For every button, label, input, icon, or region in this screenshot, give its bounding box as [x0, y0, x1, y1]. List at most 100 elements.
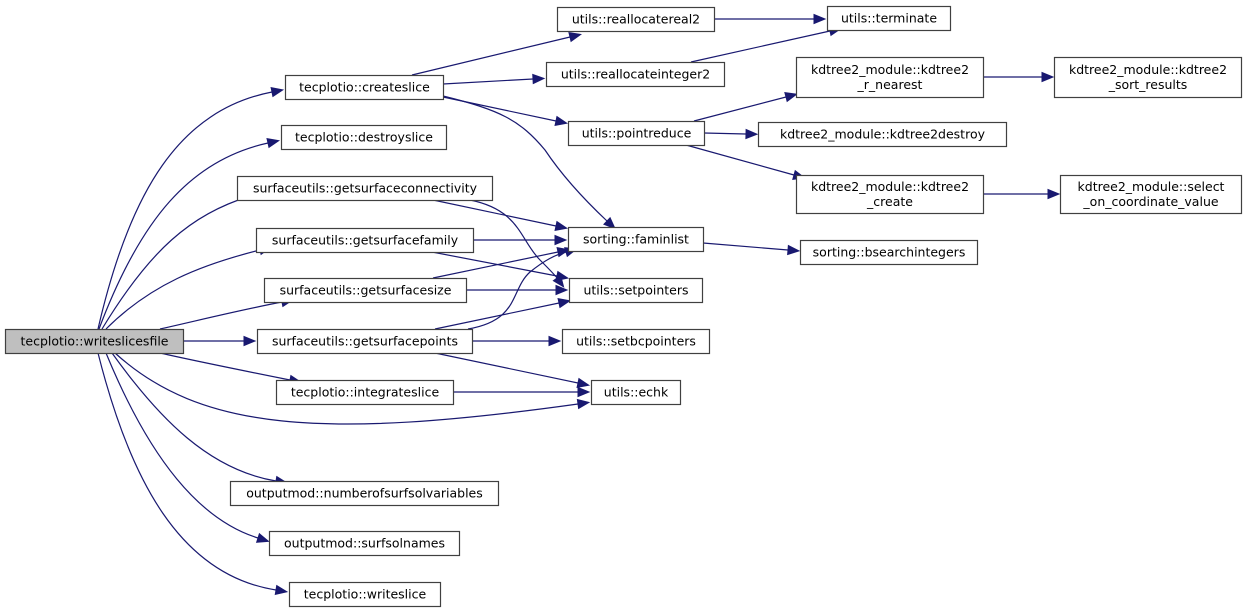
- node-box: [561, 328, 711, 355]
- arrowhead-icon: [1041, 71, 1055, 83]
- edge-writeslicesfile-to-integrateslice: [159, 352, 303, 386]
- node-box: [757, 121, 1008, 148]
- node-box: [795, 174, 985, 215]
- node-integrateslice[interactable]: tecplotio::integrateslice: [275, 379, 455, 406]
- node-label: _create: [866, 194, 913, 209]
- arrowhead-icon: [548, 335, 562, 347]
- node-label: sorting::bsearchintegers: [813, 245, 966, 260]
- node-label: surfaceutils::getsurfaceconnectivity: [253, 181, 478, 196]
- node-box: [826, 5, 952, 32]
- node-reallocateinteger2[interactable]: utils::reallocateinteger2: [545, 61, 726, 88]
- node-box: [567, 226, 705, 253]
- node-setbcpointers[interactable]: utils::setbcpointers: [561, 328, 711, 355]
- arrowhead-icon: [266, 137, 281, 149]
- node-box: [4, 328, 185, 355]
- edge-writeslicesfile-to-destroyslice: [98, 137, 281, 330]
- arrowhead-icon: [577, 386, 591, 398]
- node-label: surfaceutils::getsurfacesize: [280, 283, 452, 298]
- edge-getsurfaceconnectivity-to-faminlist: [432, 199, 569, 232]
- node-label: kdtree2_module::kdtree2: [811, 62, 969, 77]
- edge-line: [98, 142, 269, 330]
- arrowhead-icon: [554, 220, 569, 232]
- node-destroyslice[interactable]: tecplotio::destroyslice: [280, 124, 448, 151]
- node-box: [288, 581, 442, 608]
- arrowhead-icon: [255, 532, 270, 543]
- node-reallocatereal2[interactable]: utils::reallocatereal2: [556, 6, 716, 33]
- edge-line: [97, 352, 277, 591]
- arrowhead-icon: [813, 13, 827, 25]
- node-label: outputmod::surfsolnames: [284, 536, 445, 551]
- edge-createslice-to-reallocatereal2: [411, 32, 582, 76]
- node-label: tecplotio::destroyslice: [295, 130, 433, 145]
- node-numberofsurfsolvariables[interactable]: outputmod::numberofsurfsolvariables: [229, 480, 500, 507]
- node-box: [275, 379, 455, 406]
- edge-writeslicesfile-to-writeslice: [97, 352, 289, 596]
- arrowhead-icon: [555, 284, 569, 296]
- node-kdtree2destroy[interactable]: kdtree2_module::kdtree2destroy: [757, 121, 1008, 148]
- node-label: kdtree2_module::kdtree2: [811, 179, 969, 194]
- arrowhead-icon: [243, 335, 257, 347]
- node-label: tecplotio::writeslicesfile: [21, 334, 169, 349]
- node-getsurfacesize[interactable]: surfaceutils::getsurfacesize: [263, 277, 468, 304]
- edge-line: [159, 301, 283, 330]
- edge-kdtree2_r_nearest-to-kdtree2_sort_results: [983, 71, 1055, 83]
- node-label: utils::terminate: [841, 11, 937, 26]
- node-kdtree2-create[interactable]: kdtree2_module::kdtree2_create: [795, 174, 985, 215]
- node-pointreduce[interactable]: utils::pointreduce: [567, 120, 706, 147]
- edge-getsurfacepoints-to-echk: [434, 352, 591, 389]
- edge-getsurfacepoints-to-setpointers: [434, 297, 572, 330]
- node-kdtree2-r-nearest[interactable]: kdtree2_module::kdtree2_r_nearest: [795, 56, 985, 99]
- edge-writeslicesfile-to-echk: [114, 352, 591, 425]
- node-createslice[interactable]: tecplotio::createslice: [284, 74, 445, 101]
- edge-line: [685, 144, 795, 176]
- node-label: utils::pointreduce: [582, 126, 692, 141]
- node-echk[interactable]: utils::echk: [590, 379, 682, 406]
- node-terminate[interactable]: utils::terminate: [826, 5, 952, 32]
- node-label: _r_nearest: [857, 77, 923, 92]
- node-getsurfaceconnectivity[interactable]: surfaceutils::getsurfaceconnectivity: [236, 175, 494, 202]
- arrowhead-icon: [568, 32, 582, 43]
- node-label: tecplotio::writeslice: [304, 587, 427, 602]
- node-surfsolnames[interactable]: outputmod::surfsolnames: [268, 530, 461, 557]
- edge-createslice-to-faminlist: [442, 95, 616, 230]
- edge-kdtree2_create-to-select_on_coordinate_value: [983, 188, 1061, 200]
- arrowhead-icon: [532, 73, 546, 85]
- edge-line: [111, 352, 277, 482]
- edge-writeslicesfile-to-createslice: [97, 86, 285, 330]
- edge-pointreduce-to-kdtree2_create: [685, 144, 806, 180]
- node-box: [590, 379, 682, 406]
- node-kdtree2-sort-results[interactable]: kdtree2_module::kdtree2_sort_results: [1053, 56, 1243, 99]
- node-bsearchintegers[interactable]: sorting::bsearchintegers: [799, 239, 979, 266]
- node-box: [795, 56, 985, 99]
- edge-line: [159, 352, 291, 381]
- edge-line: [105, 249, 261, 330]
- edge-line: [702, 242, 789, 251]
- node-faminlist[interactable]: sorting::faminlist: [567, 226, 705, 253]
- edge-line: [469, 199, 558, 279]
- edge-pointreduce-to-kdtree2_r_nearest: [693, 92, 798, 122]
- node-getsurfacefamily[interactable]: surfaceutils::getsurfacefamily: [255, 227, 475, 254]
- arrowhead-icon: [576, 398, 591, 410]
- arrowhead-icon: [270, 86, 285, 98]
- edge-faminlist-to-bsearchintegers: [702, 242, 801, 256]
- edge-line: [442, 78, 534, 85]
- node-select-on-coordinate-value[interactable]: kdtree2_module::select_on_coordinate_val…: [1059, 174, 1243, 215]
- edge-reallocatereal2-to-terminate: [714, 13, 827, 25]
- node-setpointers[interactable]: utils::setpointers: [568, 277, 704, 304]
- edge-pointreduce-to-kdtree2destroy: [703, 128, 759, 140]
- edge-line: [432, 199, 557, 227]
- edge-writeslicesfile-to-numberofsurfsolvariables: [111, 352, 289, 487]
- edge-line: [411, 36, 571, 76]
- node-getsurfacepoints[interactable]: surfaceutils::getsurfacepoints: [256, 328, 474, 355]
- edge-getsurfaceconnectivity-to-setpointers: [469, 199, 565, 288]
- edge-line: [693, 96, 787, 122]
- node-writeslicesfile: tecplotio::writeslicesfile: [4, 328, 185, 355]
- node-label: sorting::faminlist: [583, 232, 689, 247]
- edge-line: [442, 95, 608, 222]
- edge-getsurfacepoints-to-setbcpointers: [472, 335, 562, 347]
- node-label: surfaceutils::getsurfacepoints: [272, 334, 458, 349]
- node-box: [799, 239, 979, 266]
- edge-writeslicesfile-to-surfsolnames: [105, 352, 270, 543]
- node-writeslice[interactable]: tecplotio::writeslice: [288, 581, 442, 608]
